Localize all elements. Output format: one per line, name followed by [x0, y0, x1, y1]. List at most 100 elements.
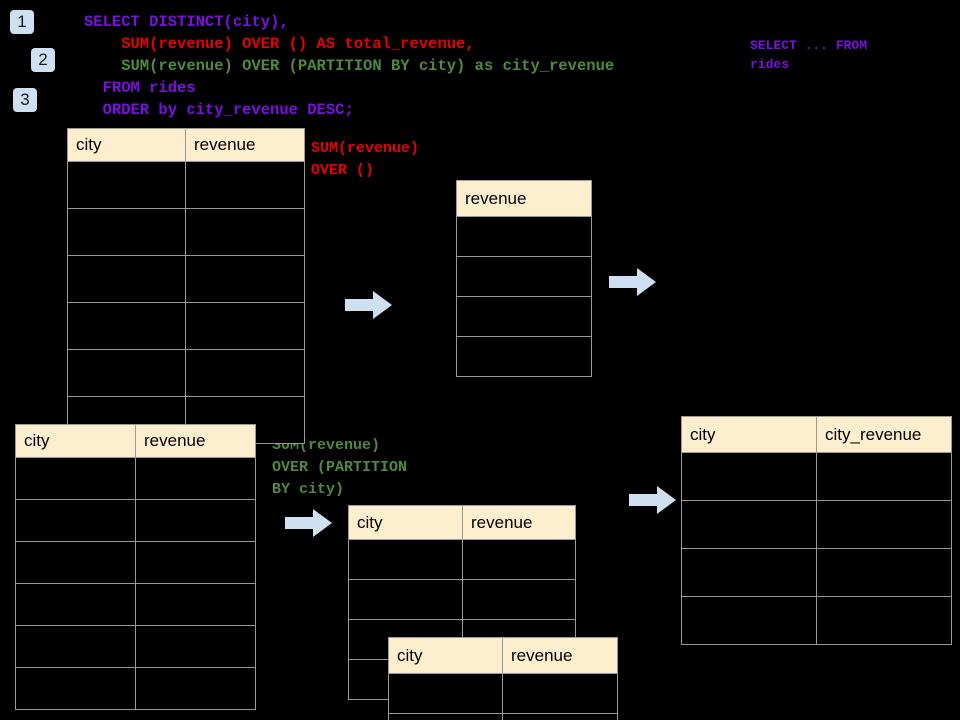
- table-total-revenue-body: revenue: [456, 180, 592, 377]
- sql-line-total-revenue: SUM(revenue) OVER () AS total_revenue,: [84, 35, 475, 53]
- table-cell: [681, 500, 817, 549]
- arrow-right-icon: [609, 268, 656, 296]
- step-badge-3: 3: [13, 88, 37, 112]
- table-row: [15, 583, 256, 626]
- table-cell: [388, 673, 503, 714]
- table-row: [388, 673, 618, 714]
- sql-line-from: FROM rides: [84, 79, 196, 97]
- table-cell: [67, 255, 186, 303]
- column-header: revenue: [135, 424, 256, 458]
- table-cell: [502, 673, 618, 714]
- table-cell: [185, 302, 305, 350]
- table-row: [15, 541, 256, 584]
- table-cell: [456, 216, 592, 257]
- table-cell: [816, 548, 952, 597]
- table-cell: [388, 713, 503, 720]
- table-row: [67, 161, 305, 209]
- table-cell: [15, 625, 136, 668]
- table-cell: [681, 596, 817, 645]
- table-cell: [15, 499, 136, 542]
- table-row: [67, 255, 305, 303]
- table-cell: [135, 499, 256, 542]
- column-header: revenue: [462, 505, 576, 540]
- column-header: city: [388, 637, 503, 674]
- table-cell: [135, 541, 256, 584]
- annotation-total-revenue-line-1: SUM(revenue): [311, 140, 420, 157]
- table-cell: [135, 625, 256, 668]
- table-cell: [681, 548, 817, 597]
- table-cell: [348, 539, 463, 580]
- table-cell: [456, 256, 592, 297]
- table-row: [456, 336, 592, 377]
- sql-line-city-revenue: SUM(revenue) OVER (PARTITION BY city) as…: [84, 57, 615, 75]
- table-row: [681, 548, 952, 597]
- table-cell: [135, 457, 256, 500]
- table-cell: [348, 579, 463, 620]
- step-badge-2: 2: [31, 48, 55, 72]
- table-cell: [816, 500, 952, 549]
- sql-line-order-by: ORDER by city_revenue DESC;: [84, 101, 354, 119]
- table-cell: [67, 349, 186, 397]
- side-note-line-1: SELECT ... FROM: [750, 38, 868, 53]
- table-row: [67, 349, 305, 397]
- table-row: [388, 713, 618, 720]
- arrow-source-to-partition: [285, 508, 333, 543]
- table-cell: [135, 667, 256, 710]
- table-cell: [456, 336, 592, 377]
- table-row: [681, 452, 952, 501]
- column-header: city_revenue: [816, 416, 952, 453]
- arrow-right-icon: [345, 291, 392, 319]
- table-cell: [67, 161, 186, 209]
- step-badge-1: 1: [10, 10, 34, 34]
- table-cell: [185, 208, 305, 256]
- table-row: [67, 208, 305, 256]
- table-row: [348, 579, 576, 620]
- side-note-line-2: rides: [750, 57, 790, 72]
- column-header: revenue: [185, 128, 305, 162]
- table-cell: [15, 667, 136, 710]
- table-cell: [816, 596, 952, 645]
- table-row: [456, 256, 592, 297]
- column-header: revenue: [502, 637, 618, 674]
- table-cell: [15, 457, 136, 500]
- arrow-right-icon: [285, 509, 332, 537]
- table-row: [456, 216, 592, 257]
- column-header: city: [681, 416, 817, 453]
- arrow-right-icon: [629, 486, 676, 514]
- table-header-row: revenue: [456, 180, 592, 217]
- column-header: city: [67, 128, 186, 162]
- annotation-partition-line-3: BY city): [272, 481, 345, 498]
- arrow-source-to-total: [345, 290, 393, 325]
- table-cell: [681, 452, 817, 501]
- table-cell: [456, 296, 592, 337]
- column-header: revenue: [456, 180, 592, 217]
- table-row: [15, 499, 256, 542]
- table-cell: [15, 583, 136, 626]
- table-cell: [462, 579, 576, 620]
- table-cell: [67, 302, 186, 350]
- table-cell: [185, 255, 305, 303]
- table-cell: [15, 541, 136, 584]
- table-cell: [816, 452, 952, 501]
- table-row: [456, 296, 592, 337]
- table-cell: [462, 539, 576, 580]
- table-row: [681, 596, 952, 645]
- column-header: city: [15, 424, 136, 458]
- table-cell: [135, 583, 256, 626]
- table-cell: [185, 161, 305, 209]
- table-cell: [67, 208, 186, 256]
- column-header: city: [348, 505, 463, 540]
- table-row: [67, 302, 305, 350]
- arrow-partition-to-result: [629, 485, 677, 520]
